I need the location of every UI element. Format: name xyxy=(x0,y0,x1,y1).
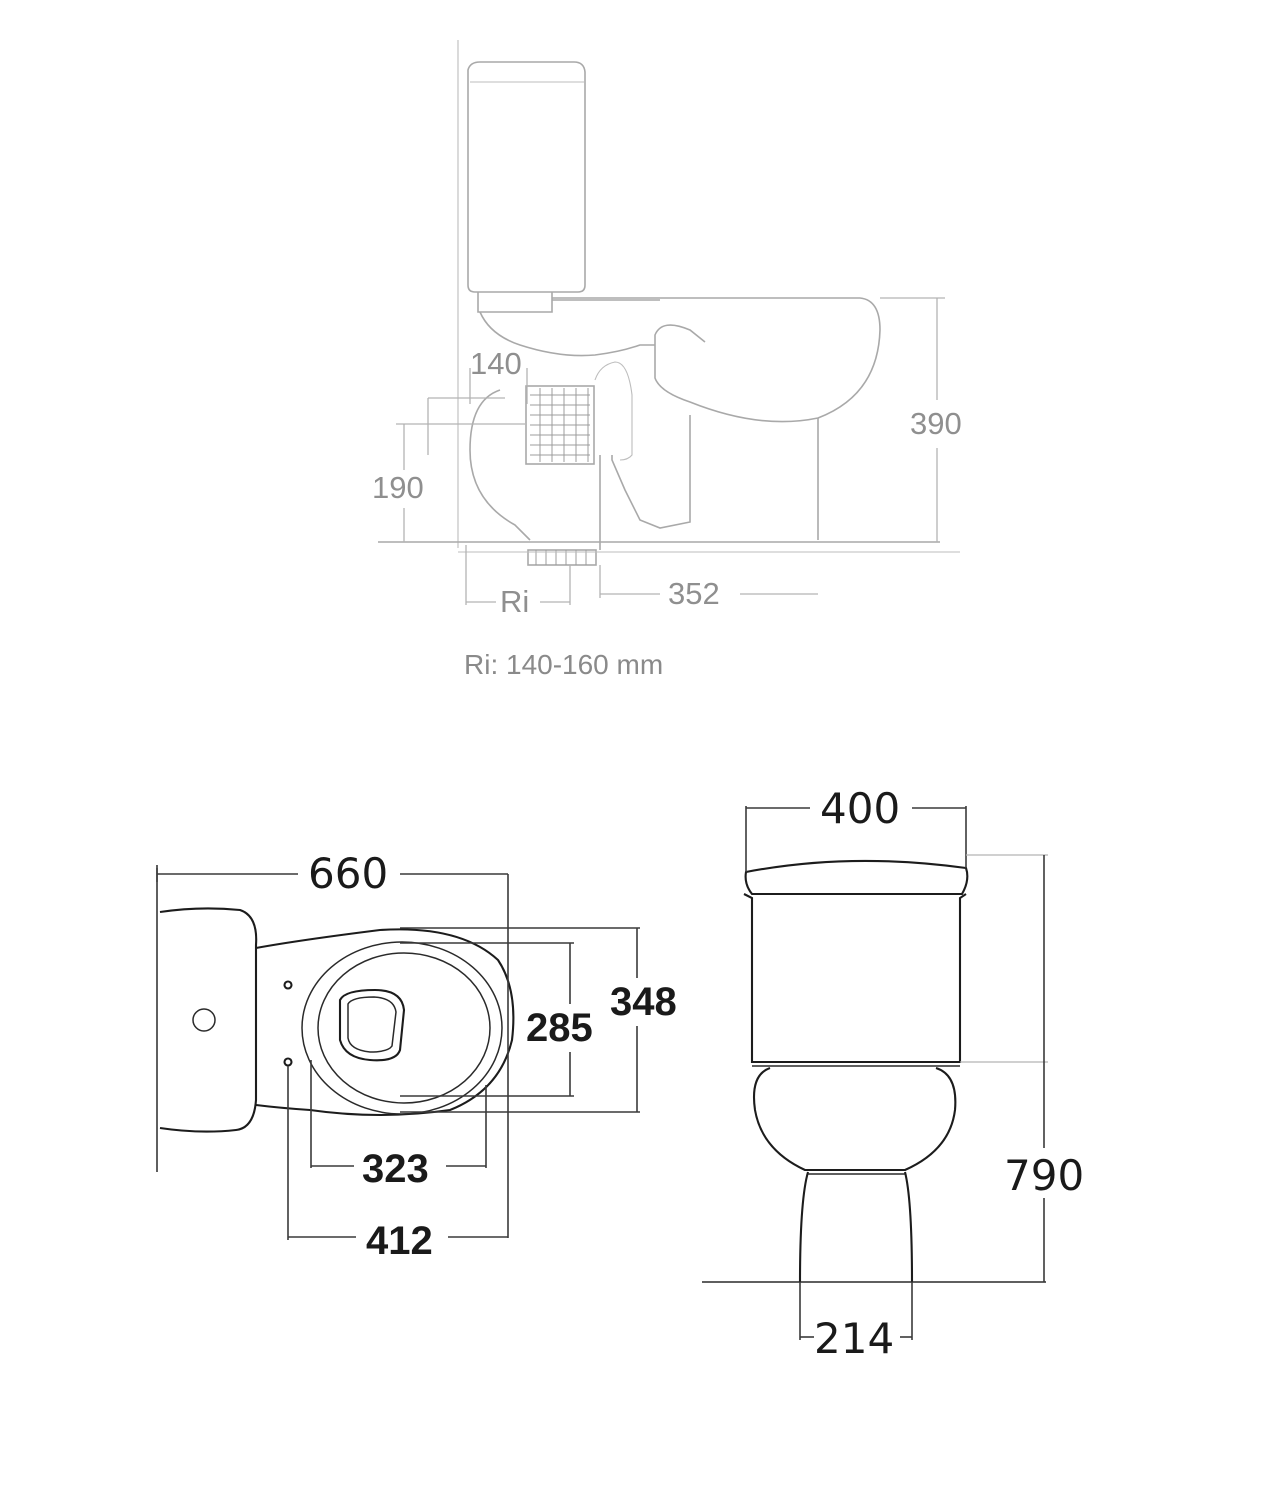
front-view: 400 790 214 xyxy=(702,784,1084,1363)
dim-label-348: 348 xyxy=(610,980,677,1024)
plan-fixing-hole-top xyxy=(283,980,293,990)
connector-hatch xyxy=(530,388,590,462)
rough-in-note: Ri: 140-160 mm xyxy=(464,649,663,680)
dim-label-190: 190 xyxy=(372,470,424,505)
front-cistern-body xyxy=(743,893,967,1064)
side-bowl xyxy=(552,297,881,423)
plan-inlet-circle xyxy=(192,1008,216,1032)
dim-label-352: 352 xyxy=(668,576,720,611)
plan-cistern xyxy=(159,907,258,1133)
front-pedestal xyxy=(798,1171,914,1283)
dim-label-412: 412 xyxy=(366,1219,433,1263)
dim-label-390: 390 xyxy=(910,406,962,441)
dim-label-400: 400 xyxy=(820,784,900,833)
floor-pipe xyxy=(527,549,597,566)
side-pedestal xyxy=(611,415,819,540)
dim-label-285: 285 xyxy=(526,1006,593,1050)
plan-pan-opening xyxy=(338,988,406,1062)
side-trap-curve xyxy=(594,361,633,461)
dim-label-214: 214 xyxy=(814,1314,894,1363)
plan-fixing-hole-bottom xyxy=(283,1057,293,1067)
dim-label-660: 660 xyxy=(308,849,388,898)
floor-pipe-body xyxy=(527,549,597,566)
waste-pipe xyxy=(469,389,601,550)
front-cistern-lid xyxy=(744,859,969,896)
dim-label-140: 140 xyxy=(470,346,522,381)
side-view: 140 190 390 Ri 352 Ri: 140-160 mm xyxy=(372,40,962,680)
connector-body xyxy=(525,385,595,465)
plan-bowl-outline xyxy=(255,928,515,1117)
dim-label-790: 790 xyxy=(1004,1151,1084,1200)
plan-seat-inner xyxy=(317,952,491,1104)
plan-seat-outer xyxy=(301,941,503,1115)
plan-view: 660 348 285 323 412 xyxy=(156,849,677,1263)
front-bowl xyxy=(753,1066,957,1172)
side-cistern xyxy=(467,61,586,293)
dim-label-ri: Ri xyxy=(500,584,529,619)
outlet-connector xyxy=(525,385,595,465)
floor-pipe-hatch xyxy=(535,550,587,565)
side-bowl-inner xyxy=(479,311,655,357)
cistern-base xyxy=(477,292,660,313)
plan-pan-opening-inner xyxy=(347,996,397,1053)
dim-label-323: 323 xyxy=(362,1147,429,1191)
